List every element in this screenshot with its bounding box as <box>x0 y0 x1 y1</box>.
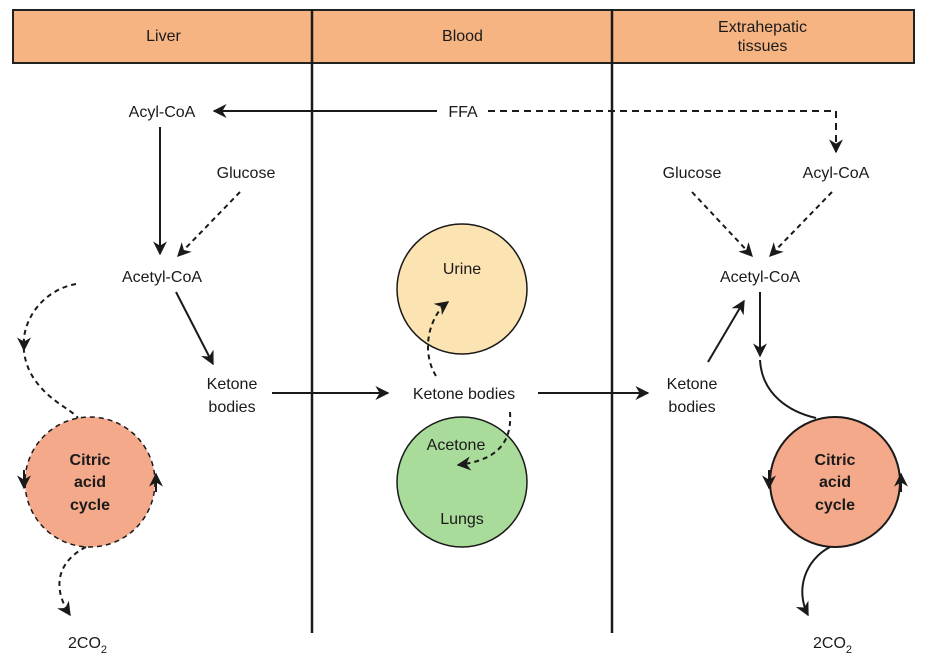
acetone-label: Acetone <box>427 437 486 454</box>
tissue-co2-label: 2CO2 <box>813 635 852 656</box>
liver-glucose-label: Glucose <box>217 165 276 182</box>
column-header-bar: Liver Blood Extrahepatic tissues <box>12 9 915 64</box>
tissue-ketone-to-acetyl-arrow <box>707 299 745 363</box>
liver-cycle-label-line3: cycle <box>70 497 110 514</box>
ketone-to-urine-arrow <box>427 301 450 377</box>
tissue-glucose-to-acetyl-arrow <box>691 191 753 258</box>
ketone-to-acetone-arrow <box>456 411 512 471</box>
header-liver: Liver <box>146 28 181 45</box>
liver-cycle-to-co2-arrow <box>57 546 87 617</box>
liver-acyl-coa-label: Acyl-CoA <box>129 104 196 121</box>
header-blood: Blood <box>442 28 483 45</box>
tissue-cycle-label-line3: cycle <box>815 497 855 514</box>
tissue-acyl-coa-label: Acyl-CoA <box>803 165 870 182</box>
tissue-cycle-to-co2-arrow <box>795 546 831 617</box>
tissue-cycle-label-line2: acid <box>819 474 851 491</box>
liver-cycle-label-line1: Citric <box>70 452 111 469</box>
liver-acetyl-coa-label: Acetyl-CoA <box>122 269 202 286</box>
liver-ketone-bodies-label-line1: Ketone <box>207 376 258 393</box>
header-extrahepatic-tissues: Extrahepatic tissues <box>718 18 807 55</box>
liver-acetyl-to-ketone-arrow <box>175 291 214 366</box>
liver-ketone-bodies-label-line2: bodies <box>208 399 255 416</box>
liver-co2-label: 2CO2 <box>68 635 107 656</box>
urine-label: Urine <box>443 261 481 278</box>
liver-cycle-label-line2: acid <box>74 474 106 491</box>
lungs-circle <box>396 416 528 548</box>
ffa-label: FFA <box>448 104 478 121</box>
tissue-ketone-bodies-label-line1: Ketone <box>667 376 718 393</box>
tissue-acetyl-to-cycle-arrow <box>759 359 817 419</box>
tissue-cycle-label-line1: Citric <box>815 452 856 469</box>
liver-acetyl-to-cycle-arrow <box>22 283 79 419</box>
tissue-ketone-bodies-label-line2: bodies <box>668 399 715 416</box>
tissue-acyl-to-acetyl-arrow <box>769 191 833 258</box>
blood-ketone-bodies-label: Ketone bodies <box>413 386 515 403</box>
liver-glucose-to-acetyl-arrow <box>177 191 241 258</box>
ffa-to-tissue-acyl-coa-arrow <box>488 110 843 154</box>
tissue-glucose-label: Glucose <box>663 165 722 182</box>
urine-circle <box>396 223 528 355</box>
tissue-acetyl-coa-label: Acetyl-CoA <box>720 269 800 286</box>
lungs-label: Lungs <box>440 511 484 528</box>
